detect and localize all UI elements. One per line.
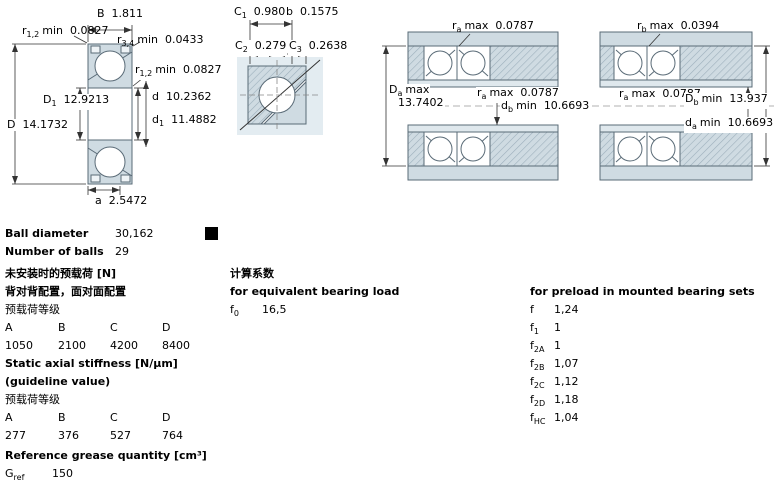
cage-dimension-diagram [237,20,323,135]
grease-ref-label: Gref [5,467,25,483]
factor-f0-label: f0 [230,303,239,319]
preload-subheading: 背对背配置，面对面配置 [5,285,126,298]
factor-fhc-value: 1,04 [554,411,579,424]
stiffness-subheading: (guideline value) [5,375,111,388]
factor-f2b-label: f2B [530,357,545,373]
factor-f1-value: 1 [554,321,561,334]
factor-f2c-value: 1,12 [554,375,579,388]
dim-Da-value: 13.7402 [397,96,445,109]
stiffness-col-a: A [5,411,13,424]
preload-value-c: 4200 [110,339,138,352]
grease-heading: Reference grease quantity [cm³] [5,449,207,462]
preload-col-a: A [5,321,13,334]
stiffness-col-b: B [58,411,66,424]
preload-value-b: 2100 [58,339,86,352]
factor-f2d-label: f2D [530,393,546,409]
factor-f-label: f [530,303,534,316]
stiffness-class-label: 预载荷等级 [5,393,60,406]
black-marker [205,227,218,240]
left-bearing-diagram [12,25,149,195]
factor-f2a-value: 1 [554,339,561,352]
ball-diameter-label: Ball diameter [5,227,89,240]
stiffness-col-d: D [162,411,171,424]
ball-diameter-value: 30,162 [115,227,154,240]
face-to-face-set-diagram [592,31,774,181]
preload-class-label: 预载荷等级 [5,303,60,316]
factor-f2a-label: f2A [530,339,545,355]
stiffness-value-c: 527 [110,429,131,442]
preload-heading: 未安装时的预载荷 [N] [5,267,117,280]
factor-f2c-label: f2C [530,375,545,391]
factor-f0-value: 16,5 [262,303,287,316]
preload-col-c: C [110,321,118,334]
stiffness-col-c: C [110,411,118,424]
stiffness-value-a: 277 [5,429,26,442]
stiffness-value-b: 376 [58,429,79,442]
preload-col-b: B [58,321,66,334]
number-of-balls-value: 29 [115,245,129,258]
factor-f2d-value: 1,18 [554,393,579,406]
preload-sets-heading: for preload in mounted bearing sets [530,285,755,298]
grease-ref-value: 150 [52,467,73,480]
back-to-back-set-diagram [382,31,568,181]
preload-value-a: 1050 [5,339,33,352]
preload-col-d: D [162,321,171,334]
calculation-factors-heading: 计算系数 [230,267,274,280]
factor-f2b-value: 1,07 [554,357,579,370]
equivalent-load-heading: for equivalent bearing load [230,285,400,298]
number-of-balls-label: Number of balls [5,245,104,258]
factor-f-value: 1,24 [554,303,579,316]
factor-f1-label: f1 [530,321,539,337]
factor-fhc-label: fHC [530,411,546,427]
stiffness-heading: Static axial stiffness [N/μm] [5,357,178,370]
stiffness-value-d: 764 [162,429,183,442]
preload-value-d: 8400 [162,339,190,352]
